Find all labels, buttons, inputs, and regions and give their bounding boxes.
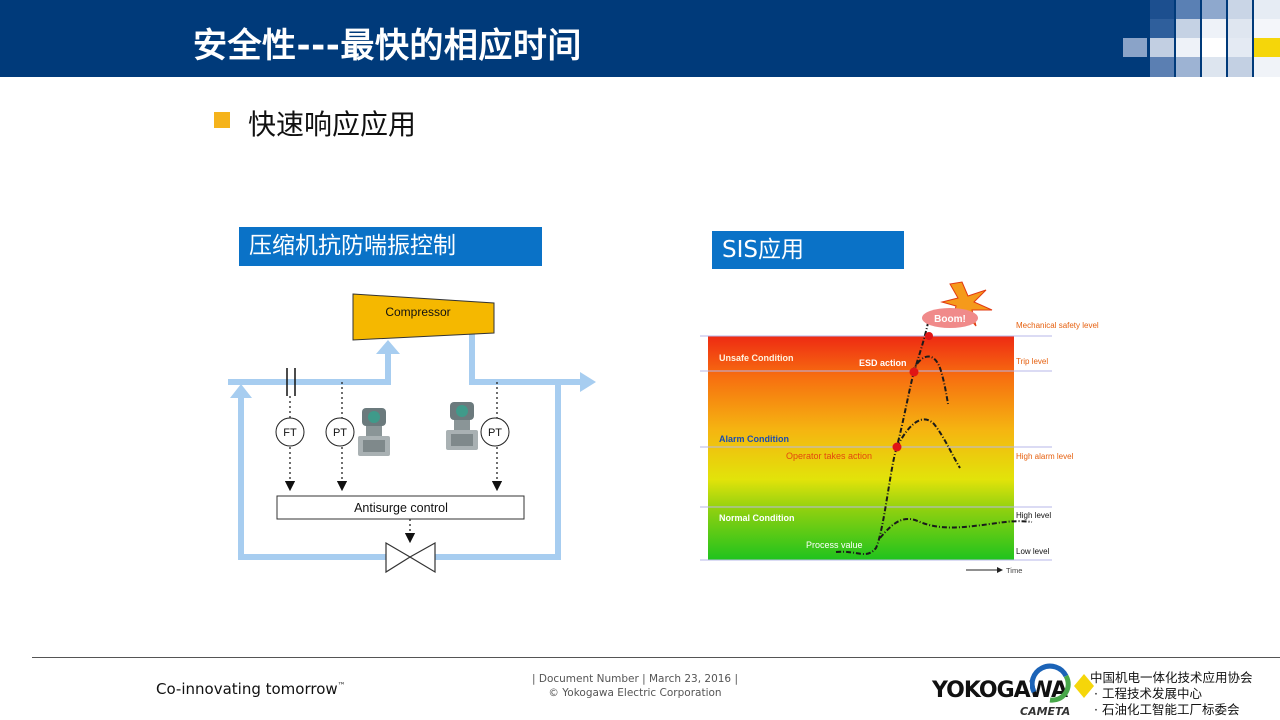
ft-label: FT xyxy=(283,427,297,439)
operator-action-label: Operator takes action xyxy=(786,451,872,461)
pt-instrument-1 xyxy=(325,417,355,447)
transmitter-icon xyxy=(446,402,478,450)
footer-slogan: Co-innovating tomorrow™ xyxy=(156,680,346,698)
normal-zone-label: Normal Condition xyxy=(719,513,795,523)
copyright-text: © Yokogawa Electric Corporation xyxy=(548,687,722,699)
org-line-2: · 工程技术发展中心 xyxy=(1094,686,1202,701)
antisurge-section-tag: 压缩机抗防喘振控制 xyxy=(239,227,542,266)
antisurge-controller-box xyxy=(276,495,525,520)
trademark-symbol: ™ xyxy=(337,681,346,690)
trip-level-label: Trip level xyxy=(1016,357,1048,366)
esd-action-label: ESD action xyxy=(859,358,907,368)
pt-instrument-2 xyxy=(480,417,510,447)
compressor-block xyxy=(352,293,495,341)
boom-bubble xyxy=(922,308,978,328)
org-line-1: 中国机电一体化技术应用协会 xyxy=(1090,670,1253,685)
mechanical-level-label: Mechanical safety level xyxy=(1016,321,1099,330)
ft-instrument xyxy=(275,417,305,447)
document-info: | Document Number | March 23, 2016 | xyxy=(532,673,738,685)
boom-label: Boom! xyxy=(934,314,966,325)
unsafe-zone-label: Unsafe Condition xyxy=(719,353,794,363)
orifice-plate-icon xyxy=(286,368,296,396)
antisurge-controller-label: Antisurge control xyxy=(354,501,448,515)
valve-icon xyxy=(385,541,436,574)
cameta-wordmark: CAMETA xyxy=(1020,705,1071,718)
flow-arrow-icon xyxy=(230,340,596,398)
mechanical-limit-point xyxy=(925,332,933,340)
pt-label-1: PT xyxy=(333,427,347,439)
transmitter-icon xyxy=(358,408,390,456)
header-bar xyxy=(0,0,1280,77)
slogan-text: Co-innovating tomorrow xyxy=(156,680,338,698)
level-lines xyxy=(700,335,1052,561)
high-alarm-level-label: High alarm level xyxy=(1016,452,1074,461)
low-level-label: Low level xyxy=(1016,547,1050,556)
high-level-label: High level xyxy=(1016,511,1051,520)
operator-action-point xyxy=(892,442,902,452)
bullet-square-icon xyxy=(214,112,230,128)
bullet-heading: 快速响应应用 xyxy=(248,108,417,141)
alarm-zone-label: Alarm Condition xyxy=(719,434,789,444)
footer-divider xyxy=(32,657,1280,658)
cameta-logo-icon xyxy=(1030,663,1094,703)
process-pipes xyxy=(228,334,580,560)
org-line-3: · 石油化工智能工厂标委会 xyxy=(1094,702,1240,717)
page-title: 安全性---最快的相应时间 xyxy=(193,26,582,66)
yokogawa-logo: YOKOGAWA xyxy=(932,678,1068,703)
header-mosaic-decoration xyxy=(1123,0,1280,77)
esd-action-point xyxy=(909,367,919,377)
compressor-label: Compressor xyxy=(385,305,450,319)
condition-zones xyxy=(708,336,1014,560)
sis-section-tag: SIS应用 xyxy=(712,231,904,269)
time-label: Time xyxy=(1006,566,1022,575)
pt-label-2: PT xyxy=(488,427,502,439)
process-value-label: Process value xyxy=(806,540,863,550)
